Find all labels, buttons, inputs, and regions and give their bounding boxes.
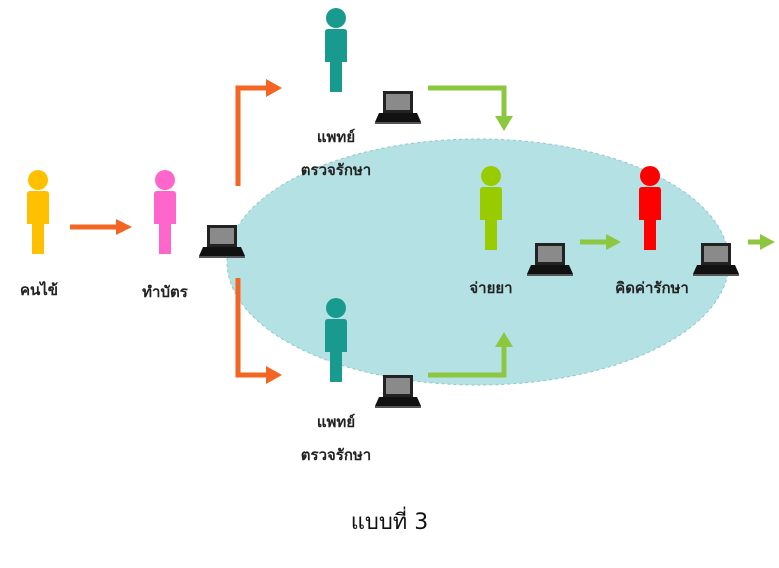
patient-label: คนไข้ [19,281,59,299]
doctor-top-label-line2: ตรวจรักษา [300,161,372,179]
billing-label: คิดค่ารักษา [615,279,689,297]
arrow-doctor-top-to-pharmacy [428,85,507,118]
arrow-to-doctor-top [235,85,268,186]
orange-arrowheads [116,79,282,384]
doctor-top-label-line1: แพทย์ [316,128,356,146]
doctor-top-person-icon [325,8,347,92]
diagram-caption: แบบที่ 3 [350,510,429,535]
card-label: ทำบัตร [142,283,188,301]
doctor-bottom-label-line2: ตรวจรักษา [300,446,372,464]
green-arrowheads [495,116,775,347]
green-arrows [428,85,762,378]
orange-arrows [70,85,268,378]
doctor-bottom-person-icon [325,298,347,382]
patient-person-icon [27,170,49,254]
pharmacy-label: จ่ายยา [469,279,513,297]
card-person-icon [154,170,176,254]
doctor-bottom-label-line1: แพทย์ [316,413,356,431]
arrow-to-doctor-bottom [235,278,268,378]
arrow-doctor-bottom-to-pharmacy [428,345,507,378]
doctor-top-laptop-icon [375,91,421,124]
